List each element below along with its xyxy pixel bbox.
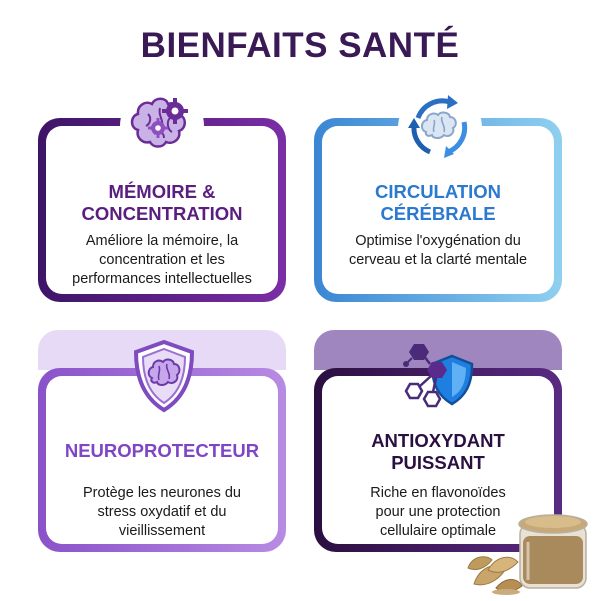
brain-circulation-icon: [398, 86, 482, 170]
card-title-line: MÉMOIRE &: [108, 181, 216, 202]
powder-jar-image: [466, 496, 596, 596]
card-desc-line: performances intellectuelles: [72, 271, 252, 287]
card-neuroprotection: [38, 368, 286, 552]
card-desc-line: pour une protection: [375, 504, 501, 520]
brain-shield-icon: [122, 334, 206, 418]
card-title-line: NEUROPROTECTEUR: [64, 440, 260, 461]
card-desc-line: cellulaire optimale: [379, 523, 497, 539]
brain-gears-icon: [120, 84, 204, 168]
card-desc-line: Riche en flavonoïdes: [370, 485, 506, 501]
card-desc-line: concentration et les: [99, 252, 225, 268]
card-desc-line: cerveau et la clarté mentale: [348, 252, 528, 268]
card-title-line: CONCENTRATION: [81, 203, 243, 224]
card-title-line: CIRCULATION: [374, 181, 502, 202]
card-desc-line: Optimise l'oxygénation du: [355, 233, 521, 249]
card-title-line: ANTIOXYDANT: [371, 430, 505, 451]
page-title: BIENFAITS SANTÉ: [140, 26, 460, 65]
card-desc-line: Améliore la mémoire, la: [85, 233, 239, 249]
card-title-line: PUISSANT: [391, 452, 485, 473]
card-desc-line: stress oxydatif et du: [97, 504, 227, 520]
card-title-line: CÉRÉBRALE: [380, 203, 496, 224]
card-antioxidant: [314, 368, 562, 552]
molecule-shield-icon: [398, 334, 482, 418]
card-desc-line: vieillissement: [118, 523, 206, 539]
card-desc-line: Protège les neurones du: [83, 485, 241, 501]
